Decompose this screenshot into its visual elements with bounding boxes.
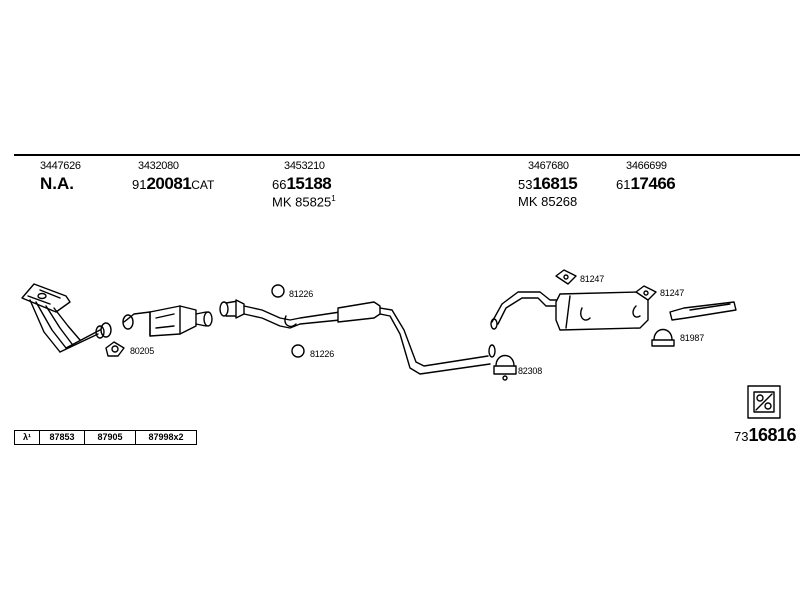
hanger-81247-right-drawing <box>635 285 657 301</box>
oe-number: 3466699 <box>626 160 667 172</box>
callout-ring-bottom: 81226 <box>310 349 335 359</box>
part-tailpipe: 3466699 6117466 <box>616 160 676 194</box>
oe-number: 3447626 <box>40 160 81 172</box>
callout-hanger-left: 81247 <box>580 274 605 284</box>
callout-gasket: 80205 <box>130 346 155 356</box>
part-number: 6615188 <box>272 174 332 193</box>
accessory-cell: 87905 <box>84 431 135 444</box>
front-pipe-drawing <box>219 299 341 329</box>
oe-number: 3432080 <box>138 160 179 172</box>
centre-silencer-drawing <box>337 301 496 375</box>
mounting-kit-number: MK 85268 <box>518 194 578 209</box>
callout-clamp-81987: 81987 <box>680 333 705 343</box>
tailpipe-drawing <box>669 301 737 321</box>
oe-number: 3453210 <box>284 160 325 172</box>
clamp-81987-drawing <box>651 328 675 347</box>
gasket-80205-drawing <box>105 341 125 357</box>
ring-81226-bottom-drawing <box>291 344 305 358</box>
oe-number: 3467680 <box>528 160 569 172</box>
hanger-81247-left-drawing <box>555 269 577 285</box>
mounting-kit-number: MK 858251 <box>272 194 336 210</box>
not-available-label: N.A. <box>40 174 74 193</box>
ring-81226-top-drawing <box>271 284 285 298</box>
callout-clamp-82308: 82308 <box>518 366 543 376</box>
catalyst-drawing <box>122 305 213 337</box>
accessory-table: λ¹ 87853 87905 87998x2 <box>14 430 197 445</box>
lambda-sensor-cell: λ¹ <box>22 432 31 442</box>
accessory-cell: 87998x2 <box>135 431 196 444</box>
part-front-pipe: 3453210 6615188 MK 858251 <box>272 160 336 209</box>
clamp-82308-drawing <box>493 354 517 381</box>
part-number: 6117466 <box>616 174 676 193</box>
accessory-cell: 87853 <box>39 431 84 444</box>
manifold-drawing <box>21 283 112 353</box>
kit-icon <box>747 385 781 419</box>
part-manifold: 3447626 N.A. <box>40 160 81 194</box>
header-rule <box>14 154 800 156</box>
part-rear-silencer: 3467680 5316815 MK 85268 <box>518 160 578 209</box>
part-number: 5316815 <box>518 174 578 193</box>
complete-kit-number: 7316816 <box>733 425 797 445</box>
callout-hanger-right: 81247 <box>660 288 685 298</box>
part-catalyst: 3432080 9120081CAT <box>132 160 214 194</box>
callout-ring-top: 81226 <box>289 289 314 299</box>
rear-silencer-drawing <box>490 291 649 331</box>
part-number: 9120081CAT <box>132 174 215 193</box>
